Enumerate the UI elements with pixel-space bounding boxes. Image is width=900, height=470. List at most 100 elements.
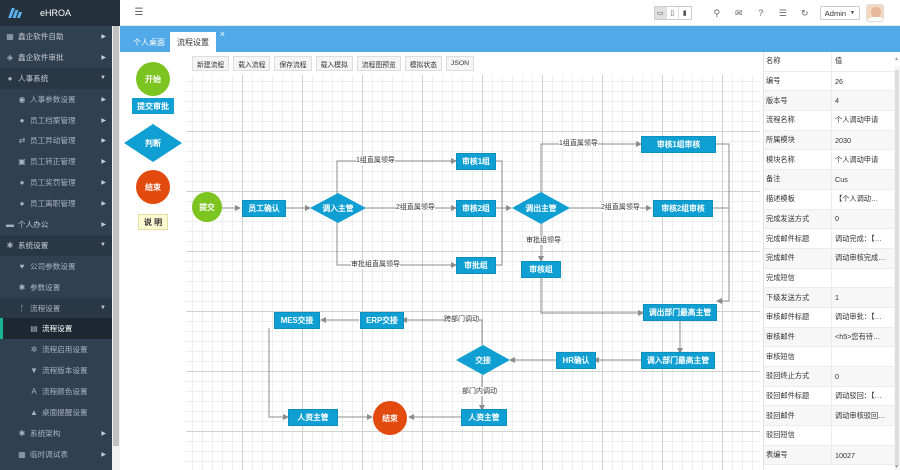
edge-label[interactable]: 部门内调动 (462, 387, 497, 396)
tablet-icon[interactable]: ▯ (667, 7, 679, 19)
property-value[interactable]: Cus (831, 170, 895, 189)
sidebar-item[interactable]: ⇄员工异动管理▶ (0, 130, 120, 151)
property-value[interactable]: 调动审批：【… (831, 307, 895, 327)
flow-node-rev1[interactable]: 审核1组 (456, 153, 496, 170)
flow-node-erp[interactable]: ERP交接 (360, 312, 404, 329)
toolbar-button[interactable]: 模拟状态 (404, 56, 442, 71)
flow-node-end[interactable]: 结束 (373, 401, 407, 435)
edge-label[interactable]: 审批组领导 (526, 236, 561, 245)
edge-label[interactable]: 1组直属领导 (559, 139, 598, 148)
property-value[interactable]: 0 (831, 209, 895, 229)
edge-label[interactable]: 1组直属领导 (356, 156, 395, 165)
property-value[interactable]: 调动驳回：【… (831, 386, 895, 406)
flow-node-submit[interactable]: 提交 (192, 192, 222, 222)
sidebar-item[interactable]: ▲桌面提醒设置 (0, 402, 120, 423)
sidebar-item[interactable]: ●员工离职管理▶ (0, 193, 120, 214)
toolbar-button[interactable]: 载入模拟 (315, 56, 353, 71)
phone-icon[interactable]: ▮ (682, 10, 687, 17)
close-icon[interactable]: × (219, 29, 225, 39)
brand[interactable]: eHROA (0, 0, 120, 26)
property-value[interactable]: <h5>您有待… (831, 327, 895, 347)
palette-end[interactable]: 结束 (136, 170, 170, 204)
sidebar-item[interactable]: ♥公司参数设置 (0, 256, 120, 277)
edge-label[interactable]: 2组直属领导 (601, 203, 640, 212)
palette-judge[interactable]: 判断 (124, 124, 182, 162)
flow-node-hr[interactable]: HR确认 (556, 352, 596, 369)
sidebar-item[interactable]: ✱系统架构▶ (0, 423, 120, 444)
menu-toggle-icon[interactable]: ☰ (134, 7, 144, 18)
sidebar-item[interactable]: ▣员工转正管理▶ (0, 151, 120, 172)
flow-node-in-top[interactable]: 调入部门最高主管 (641, 352, 715, 369)
toolbar-button[interactable]: 新建流程 (192, 56, 230, 71)
flow-node-out-rev1[interactable]: 审核1组审核 (641, 136, 716, 153)
sidebar-item[interactable]: ◈鑫企软件审批▶ (0, 47, 120, 68)
sidebar-item[interactable]: ▼流程版本设置 (0, 360, 120, 381)
property-value[interactable]: 【个人调动… (831, 189, 895, 209)
sidebar-scroll-thumb[interactable] (113, 26, 119, 446)
toolbar-button[interactable]: JSON (445, 56, 475, 71)
sidebar-item[interactable]: ✲流程启用设置 (0, 339, 120, 360)
flow-node-mes[interactable]: MES交接 (274, 312, 320, 329)
sidebar-item[interactable]: ✱系统设置▼ (0, 234, 120, 256)
property-value[interactable]: 4 (831, 91, 895, 111)
edge-label[interactable]: 审批组直属领导 (351, 260, 400, 269)
flow-node-out-mgr[interactable]: 调出主管 (512, 192, 570, 224)
flow-node-confirm[interactable]: 员工确认 (242, 200, 286, 217)
palette-submit[interactable]: 提交审批 (132, 98, 174, 114)
desktop-icon[interactable]: ▭ (654, 7, 667, 19)
sidebar-item[interactable]: ◉人事参数设置▶ (0, 89, 120, 110)
flow-node-exchange[interactable]: 交接 (456, 345, 510, 375)
flow-node-hr-mgr-right[interactable]: 人资主管 (461, 409, 507, 426)
flow-node-rev2[interactable]: 审核2组 (456, 200, 496, 217)
flow-node-revgroup[interactable]: 审核组 (521, 261, 561, 278)
property-row[interactable]: 流程名称个人调动申请 (764, 111, 900, 131)
property-row[interactable]: 审核短信 (764, 347, 900, 367)
property-row[interactable]: 驳回短信 (764, 426, 900, 446)
toolbar-button[interactable]: 流程图预览 (356, 56, 401, 71)
property-value[interactable]: 10027 (831, 445, 895, 465)
property-value[interactable]: 调动审核驳回… (831, 406, 895, 426)
properties-scroll-thumb[interactable] (895, 70, 899, 466)
toolbar-button[interactable]: 载入流程 (233, 56, 271, 71)
sidebar-item[interactable]: ▦临时调试表▶ (0, 444, 120, 465)
property-value[interactable] (831, 268, 895, 288)
sidebar-item[interactable]: ●用户设置▶ (0, 465, 120, 470)
property-value[interactable]: 个人调动申请 (831, 150, 895, 170)
edge-label[interactable]: 2组直属领导 (396, 203, 435, 212)
toolbar-button[interactable]: 保存流程 (274, 56, 312, 71)
sidebar-item[interactable]: ▦鑫企软件自助▶ (0, 26, 120, 47)
sidebar-scrollbar[interactable] (112, 26, 120, 470)
avatar[interactable] (866, 4, 884, 22)
palette-note[interactable]: 说 明 (138, 214, 168, 230)
property-row[interactable]: 完成短信 (764, 268, 900, 289)
property-row[interactable]: 审核邮件<h5>您有待… (764, 327, 900, 348)
refresh-icon[interactable]: ↻ (801, 7, 809, 18)
flow-node-in-mgr[interactable]: 调入主管 (310, 193, 366, 223)
tab-flow-settings[interactable]: 流程设置× (170, 29, 225, 52)
properties-scrollbar[interactable] (894, 56, 900, 470)
edge-label[interactable]: 跨部门调动 (444, 315, 479, 324)
sidebar-item[interactable]: ▤流程设置 (0, 318, 120, 340)
property-value[interactable]: 0 (831, 367, 895, 386)
property-row[interactable]: 审核邮件标题调动审批：【… (764, 307, 900, 328)
property-value[interactable]: 26 (831, 71, 895, 91)
property-value[interactable]: 1 (831, 288, 895, 307)
user-dropdown[interactable]: Admin ▼ (819, 6, 860, 20)
sidebar-item[interactable]: ●人事系统▼ (0, 67, 120, 89)
sidebar-item[interactable]: ✱参数设置 (0, 277, 120, 298)
flow-node-hr-mgr-left[interactable]: 人资主管 (288, 409, 338, 426)
property-value[interactable] (831, 426, 895, 445)
property-value[interactable]: 个人调动申请 (831, 111, 895, 130)
property-value[interactable]: 调动审核完成… (831, 248, 895, 268)
sidebar-item[interactable]: ●员工档案管理▶ (0, 110, 120, 131)
flow-node-revbatch[interactable]: 审批组 (456, 257, 496, 274)
property-row[interactable]: 描述模板【个人调动… (764, 189, 900, 210)
align-icon[interactable]: ☰ (778, 7, 787, 18)
